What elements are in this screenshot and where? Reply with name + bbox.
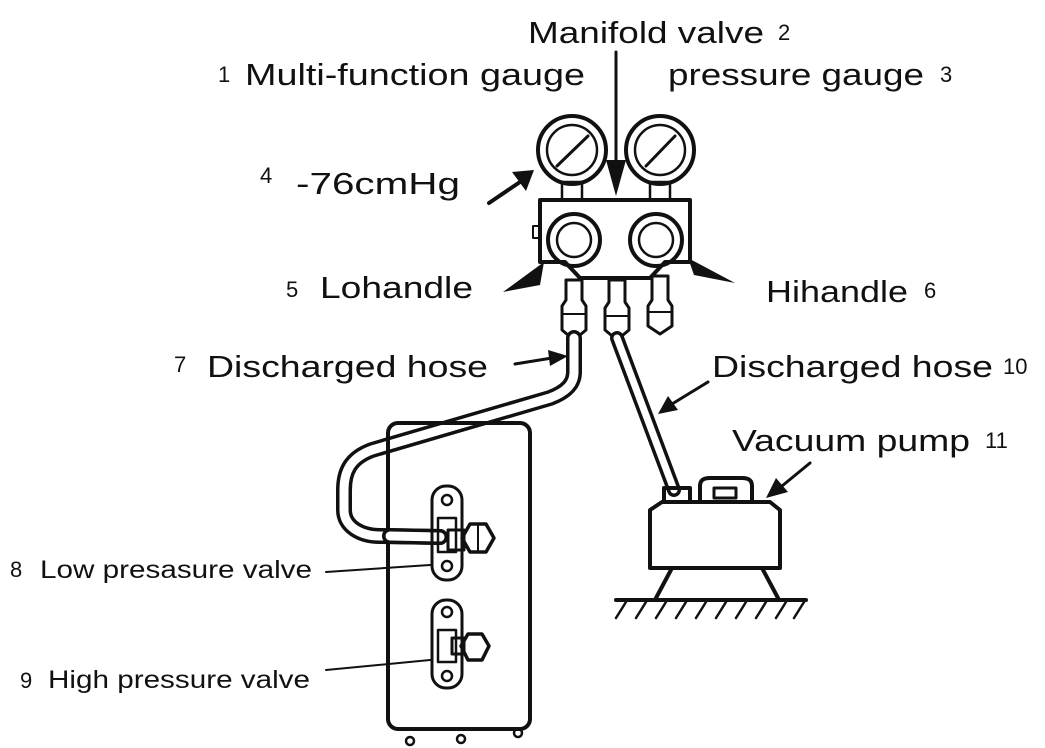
lo-handle <box>546 212 602 268</box>
label-11-number: 11 <box>985 428 1008 453</box>
manifold-gauge-set <box>532 114 696 342</box>
high-pressure-valve <box>430 598 491 690</box>
low-pressure-valve <box>430 484 496 582</box>
arrow-vacuum-pump-head <box>766 478 788 498</box>
label-4-text: -76cmHg <box>296 166 460 201</box>
arrow-lohandle <box>503 262 544 292</box>
pressure-gauge <box>624 114 696 202</box>
arrow-discharged-hose-10-head <box>658 396 678 414</box>
label-7-number: 7 <box>174 352 186 377</box>
arrow-manifold-valve-head <box>606 160 626 196</box>
vacuum-pump <box>614 476 808 620</box>
arrow-vacuum-pump <box>780 461 812 488</box>
label-10-text: Discharged hose <box>712 349 993 384</box>
leader-low-pressure-valve <box>325 564 431 573</box>
outdoor-unit <box>382 421 532 747</box>
arrow-76cmhg <box>487 180 522 205</box>
hose-10 <box>610 331 681 497</box>
label-6-text: Hihandle <box>766 274 908 309</box>
arrow-hihandle <box>688 258 735 283</box>
hi-handle <box>628 212 684 268</box>
label-2-number: 2 <box>778 20 790 45</box>
label-9-number: 9 <box>20 668 32 693</box>
label-2-text: Manifold valve <box>528 15 764 50</box>
hose-7 <box>336 330 582 545</box>
label-1-text: Multi-function gauge <box>245 57 585 92</box>
manifold-body <box>538 198 692 280</box>
label-1-number: 1 <box>218 62 230 87</box>
label-3-number: 3 <box>940 62 952 87</box>
arrow-discharged-hose-10 <box>670 380 710 406</box>
label-8-text: Low presasure valve <box>40 556 312 584</box>
label-5-number: 5 <box>286 277 298 302</box>
label-11-text: Vacuum pump <box>732 423 970 458</box>
multi-function-gauge <box>536 114 608 202</box>
manifold-ports <box>560 274 674 342</box>
label-3-text: pressure gauge <box>668 57 924 92</box>
pointer-arrows <box>325 50 812 671</box>
leader-high-pressure-valve <box>325 659 431 671</box>
label-10-number: 10 <box>1003 354 1027 379</box>
arrow-76cmhg-head <box>512 170 534 191</box>
label-7-text: Discharged hose <box>207 349 488 384</box>
label-8-number: 8 <box>10 557 22 582</box>
label-6-number: 6 <box>924 278 936 303</box>
arrow-discharged-hose-7 <box>513 356 554 366</box>
arrow-discharged-hose-7-head <box>548 350 568 366</box>
label-9-text: High pressure valve <box>48 666 310 694</box>
label-4-number: 4 <box>260 163 272 188</box>
label-5-text: Lohandle <box>320 270 473 305</box>
